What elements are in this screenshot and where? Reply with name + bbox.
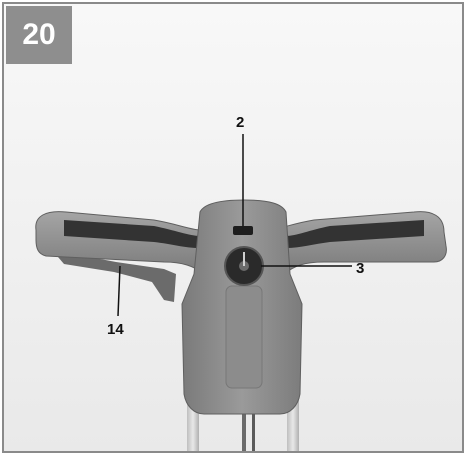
figure-number: 20 xyxy=(22,18,56,51)
indicator-2 xyxy=(233,226,253,235)
figure-number-badge: 20 xyxy=(6,6,72,64)
lever-14 xyxy=(52,250,176,302)
housing-panel xyxy=(225,285,263,389)
callout-3: 3 xyxy=(356,260,365,277)
callout-2: 2 xyxy=(236,114,245,131)
right-grip xyxy=(286,220,424,248)
center-rod-2 xyxy=(252,399,255,451)
center-rod xyxy=(242,399,246,451)
leader-line-14 xyxy=(117,265,121,317)
left-grip xyxy=(64,220,200,248)
callout-14: 14 xyxy=(107,321,124,338)
product-photo xyxy=(4,4,462,451)
